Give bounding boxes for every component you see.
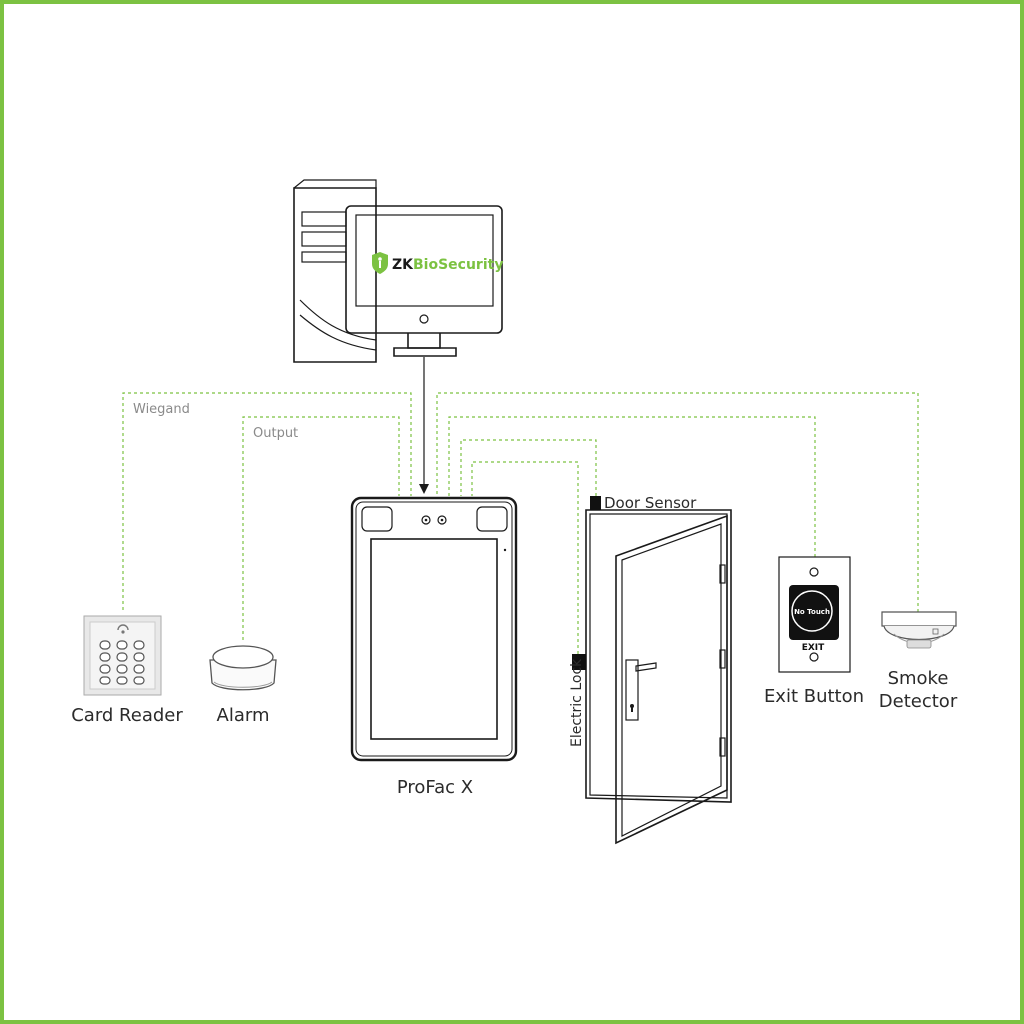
wiegand-label: Wiegand — [133, 402, 190, 417]
terminal-screen — [370, 538, 498, 740]
camera-icon — [421, 515, 431, 525]
right-sensor-icon — [476, 506, 508, 532]
terminal-label: ProFac X — [397, 777, 473, 798]
alarm-icon — [209, 645, 277, 691]
card-reader-label: Card Reader — [71, 705, 183, 726]
logo-suffix: BioSecurity — [413, 257, 503, 273]
wiegand-wire — [122, 392, 412, 610]
left-sensor-icon — [361, 506, 393, 532]
electric-lock-wire — [471, 461, 579, 654]
arrow-down-icon — [419, 484, 429, 494]
exit-button-face-text: No Touch — [794, 608, 830, 616]
pc-tower-icon — [293, 179, 377, 363]
electric-lock-label: Electric Lock — [569, 658, 585, 747]
profac-x-terminal — [350, 496, 518, 762]
logo-prefix: ZK — [392, 257, 414, 273]
output-label: Output — [253, 426, 298, 441]
door-sensor-label: Door Sensor — [604, 494, 697, 512]
zkbiosecurity-logo: ZKBioSecurity — [372, 252, 503, 274]
door-icon — [585, 509, 732, 845]
exit-button-icon: No Touch EXIT — [778, 556, 851, 673]
smoke-detector-label-line1: Smoke — [888, 668, 949, 689]
door-sensor-icon — [590, 496, 601, 510]
svg-text:ZKBioSecurity: ZKBioSecurity — [392, 257, 503, 273]
smoke-detector-icon — [881, 611, 957, 649]
wiring-lines — [122, 392, 919, 654]
card-reader-icon — [83, 615, 162, 696]
door-handle-icon — [625, 659, 657, 721]
door-sensor-wire — [460, 439, 597, 496]
exit-button-label: Exit Button — [764, 686, 864, 707]
smoke-detector-label-line2: Detector — [879, 691, 958, 712]
camera-icon — [437, 515, 447, 525]
monitor-icon — [345, 205, 503, 357]
alarm-label: Alarm — [217, 705, 270, 726]
smoke-detector-wire — [436, 392, 919, 612]
pc-workstation: ZKBioSecurity — [293, 179, 503, 494]
output-wire — [242, 416, 400, 640]
exit-button-text: EXIT — [802, 643, 825, 653]
electric-lock-icon — [572, 654, 586, 670]
